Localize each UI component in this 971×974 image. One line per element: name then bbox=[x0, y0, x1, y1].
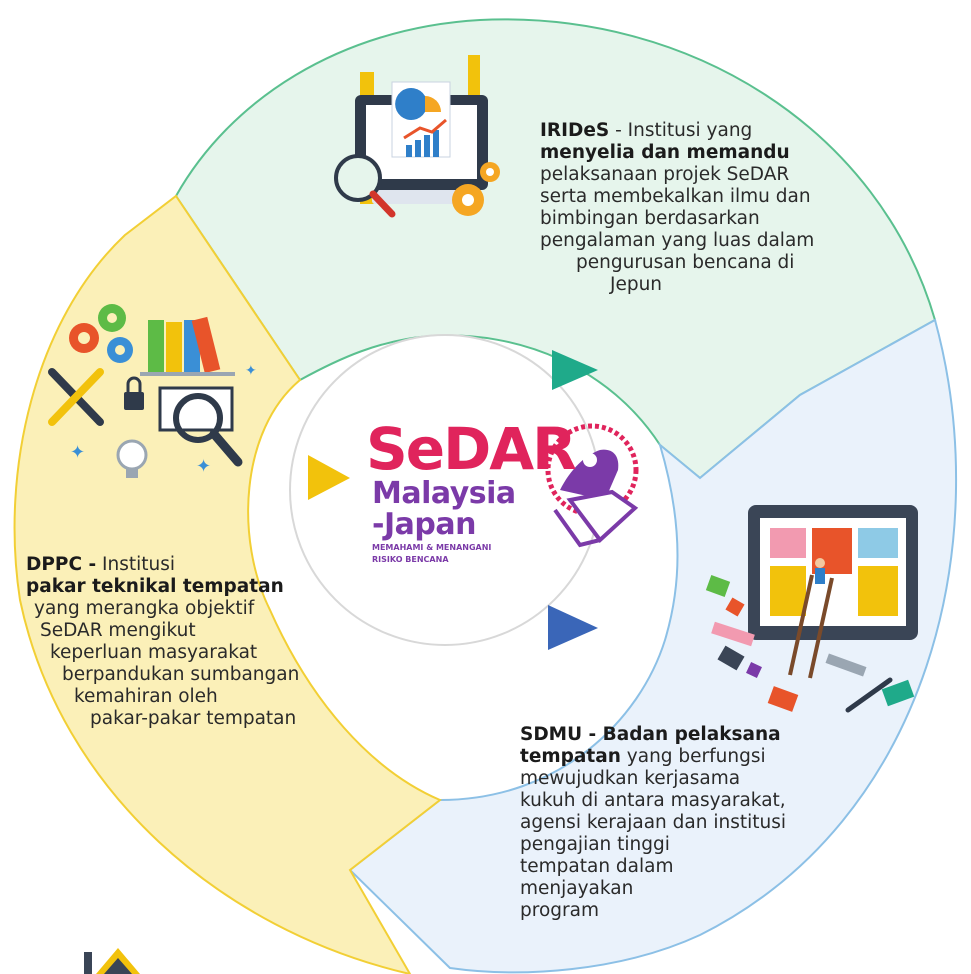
dppc-line-5: keperluan masyarakat bbox=[50, 642, 258, 663]
svg-text:✦: ✦ bbox=[245, 363, 257, 379]
house-icon bbox=[84, 948, 140, 974]
arrow-to-dppc bbox=[548, 605, 598, 650]
logo-line-japan: -Japan bbox=[372, 507, 476, 542]
dppc-line-6: berpandukan sumbangan bbox=[62, 664, 300, 685]
svg-text:✦: ✦ bbox=[196, 456, 211, 477]
logo-tagline-1: MEMAHAMI & MENANGANI bbox=[372, 543, 492, 552]
analytics-monitor-icon bbox=[334, 55, 500, 218]
irides-line-2: menyelia dan memandu bbox=[540, 142, 790, 163]
arrow-to-sdmu bbox=[552, 350, 598, 390]
dppc-line-4: SeDAR mengikut bbox=[40, 620, 196, 641]
irides-line-6: pengalaman yang luas dalam bbox=[540, 230, 815, 251]
arrow-to-irides bbox=[308, 455, 350, 500]
sdmu-line-5: agensi kerajaan dan institusi bbox=[520, 812, 786, 833]
logo-title: SeDAR bbox=[366, 415, 577, 483]
web-design-ladder-icon bbox=[705, 505, 918, 713]
irides-description: IRIDeS - Institusi yang menyelia dan mem… bbox=[540, 120, 814, 296]
sdmu-line-1: SDMU - Badan pelaksana bbox=[520, 724, 781, 745]
sdmu-line-4: kukuh di antara masyarakat, bbox=[520, 790, 786, 811]
segment-dppc bbox=[13, 194, 442, 974]
logo-line-malaysia: Malaysia bbox=[372, 476, 516, 511]
dppc-description: DPPC - Institusi pakar teknikal tempatan… bbox=[26, 554, 299, 730]
dppc-line-1: DPPC - Institusi bbox=[26, 554, 176, 575]
dppc-line-2: pakar teknikal tempatan bbox=[26, 576, 284, 597]
segment-sdmu bbox=[348, 318, 957, 974]
sdmu-line-3: mewujudkan kerjasama bbox=[520, 768, 741, 789]
irides-line-1: IRIDeS - Institusi yang bbox=[540, 120, 753, 141]
sdmu-line-9: program bbox=[520, 900, 599, 921]
sdmu-description: SDMU - Badan pelaksana tempatan yang ber… bbox=[520, 724, 786, 922]
dppc-line-8: pakar-pakar tempatan bbox=[90, 708, 297, 729]
tools-gears-binders-icon: ✦ ✦ ✦ bbox=[48, 304, 257, 478]
logo-tagline-2: RISIKO BENCANA bbox=[372, 555, 449, 564]
sedar-logo: SeDAR Malaysia -Japan MEMAHAMI & MENANGA… bbox=[366, 415, 577, 564]
sdmu-line-8: menjayakan bbox=[520, 878, 634, 899]
irides-line-7: pengurusan bencana di bbox=[576, 252, 795, 273]
sdmu-line-7: tempatan dalam bbox=[520, 856, 674, 877]
irides-line-8: Jepun bbox=[610, 274, 663, 295]
irides-line-4: serta membekalkan ilmu dan bbox=[540, 186, 811, 207]
irides-line-5: bimbingan berdasarkan bbox=[540, 208, 760, 229]
sdmu-line-6: pengajian tinggi bbox=[520, 834, 670, 855]
dppc-line-3: yang merangka objektif bbox=[34, 598, 255, 619]
logo-mark bbox=[545, 423, 639, 548]
sdmu-line-2: tempatan yang berfungsi bbox=[520, 746, 766, 767]
dppc-line-7: kemahiran oleh bbox=[74, 686, 218, 707]
irides-line-3: pelaksanaan projek SeDAR bbox=[540, 164, 790, 185]
svg-text:✦: ✦ bbox=[70, 442, 85, 463]
